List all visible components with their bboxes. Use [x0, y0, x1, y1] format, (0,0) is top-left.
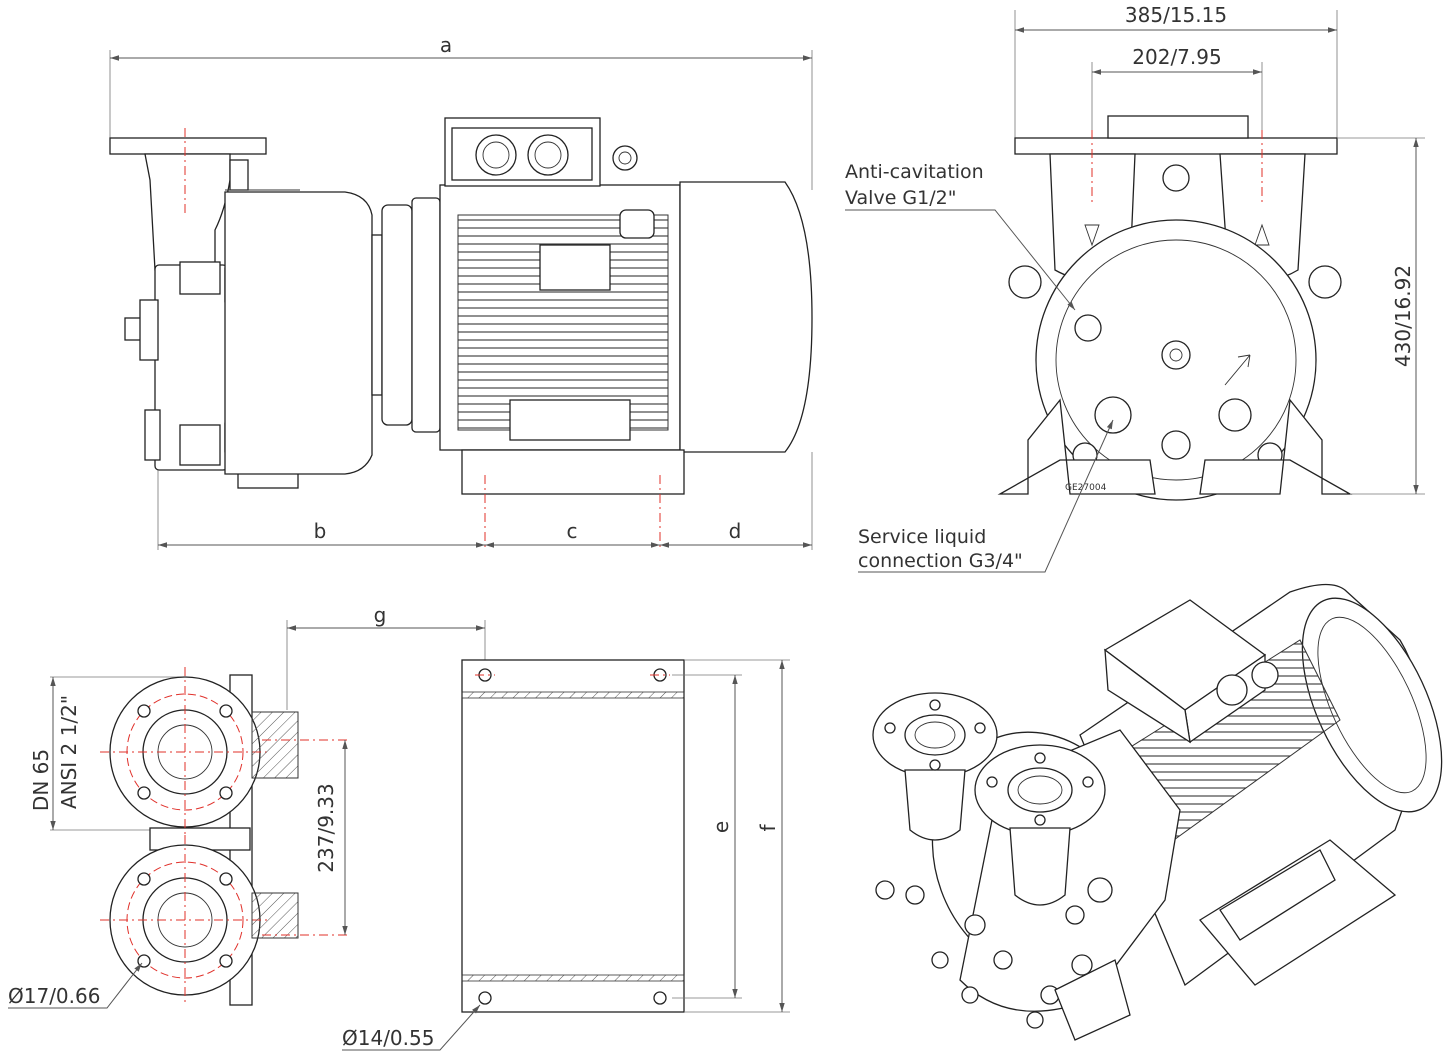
flange-view: g DN 65 ANSI 2 1/2"	[8, 603, 486, 1009]
dim-flange-hole: Ø17/0.66	[8, 984, 100, 1008]
flange-dn-label: DN 65	[29, 749, 53, 811]
callout-anti-cavitation-2: Valve G1/2"	[845, 187, 956, 209]
dim-height-overall: 430/16.92	[1391, 265, 1415, 367]
stamp-text: GE27004	[1065, 483, 1107, 493]
side-view: a	[109, 33, 813, 550]
dim-e-label: e	[709, 821, 733, 833]
dim-b-label: b	[314, 519, 327, 543]
base-plate-view: e f Ø14/0.55	[342, 659, 790, 1051]
dim-width-overall: 385/15.15	[1125, 3, 1227, 27]
front-view: 385/15.15 202/7.95 GE27004	[845, 3, 1425, 573]
callout-service-liquid-2: connection G3/4"	[858, 550, 1023, 572]
flange-ansi-label: ANSI 2 1/2"	[57, 695, 81, 809]
dim-base-hole: Ø14/0.55	[342, 1026, 434, 1050]
dim-a-label: a	[440, 33, 452, 57]
dim-port-spacing: 237/9.33	[314, 783, 338, 872]
dim-d-label: d	[729, 519, 742, 543]
dim-g-label: g	[374, 603, 387, 627]
dim-f-label: f	[756, 824, 780, 832]
isometric-view	[872, 583, 1443, 1041]
callout-anti-cavitation-1: Anti-cavitation	[845, 161, 984, 183]
dim-width-ports: 202/7.95	[1132, 45, 1221, 69]
callout-service-liquid-1: Service liquid	[858, 526, 986, 548]
dim-c-label: c	[567, 519, 578, 543]
